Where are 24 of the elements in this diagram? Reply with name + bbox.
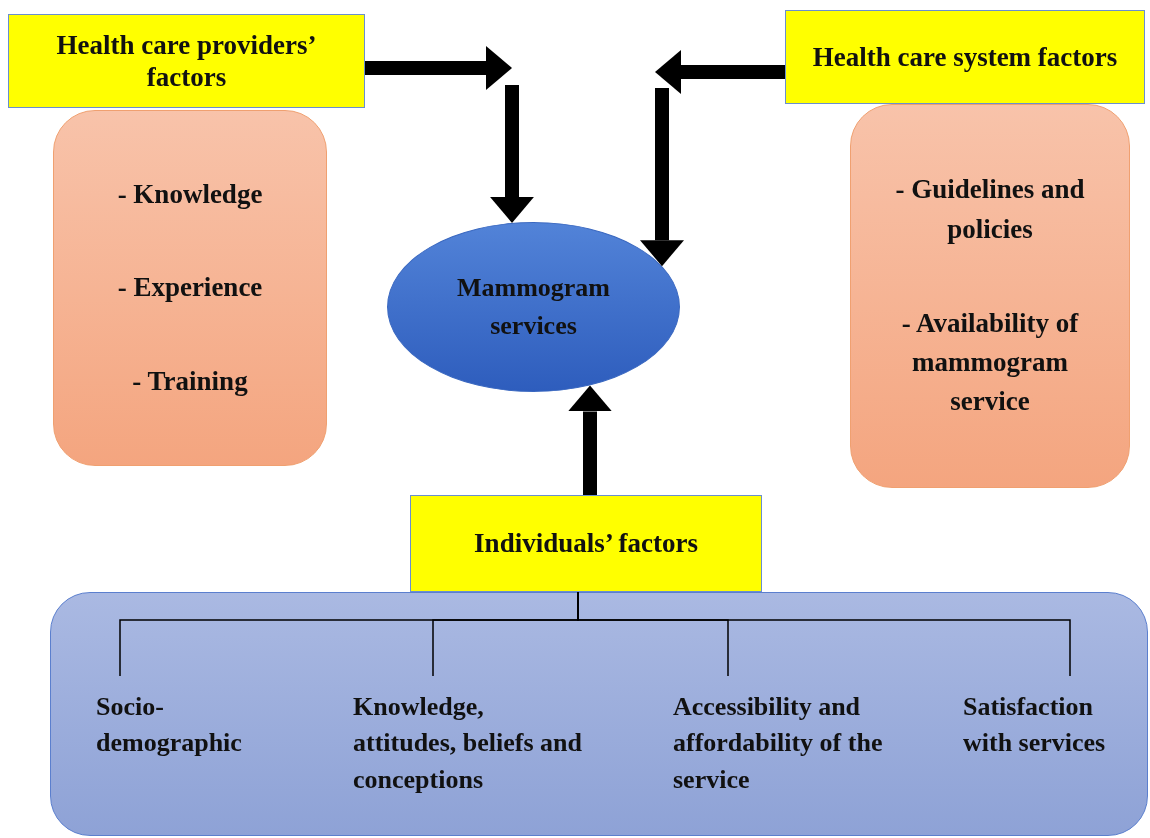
box-title: Health care system factors — [812, 40, 1118, 74]
factor-item: - Experience — [117, 271, 263, 305]
box-title: Mammogram services — [455, 272, 612, 342]
factor-label: Accessibility and affordability of the service — [673, 677, 918, 807]
box-title: Individuals’ factors — [474, 527, 698, 560]
factor-label: Knowledge, attitudes, beliefs and conceptions — [353, 677, 593, 807]
factor-list-box — [53, 110, 327, 466]
factor-title-box — [785, 10, 1145, 104]
factor-item: - Guidelines and policies — [894, 173, 1086, 246]
factor-list-box — [850, 104, 1130, 488]
box-title: Health care providers’ factors — [55, 28, 318, 94]
factor-title-box — [8, 14, 365, 108]
block-arrow — [655, 50, 785, 94]
block-arrow — [568, 385, 612, 495]
block-arrow — [490, 85, 534, 223]
factor-group-panel — [50, 592, 1148, 836]
block-arrow — [640, 88, 684, 267]
factor-label: Socio-demographic — [96, 677, 296, 777]
factor-title-box — [410, 495, 762, 592]
block-arrow — [365, 46, 512, 90]
factor-label: Satisfaction with services — [963, 677, 1148, 777]
factor-item: - Availability of mammogram service — [900, 307, 1080, 419]
factor-item: - Training — [132, 364, 248, 398]
factor-item: - Knowledge — [117, 178, 263, 212]
